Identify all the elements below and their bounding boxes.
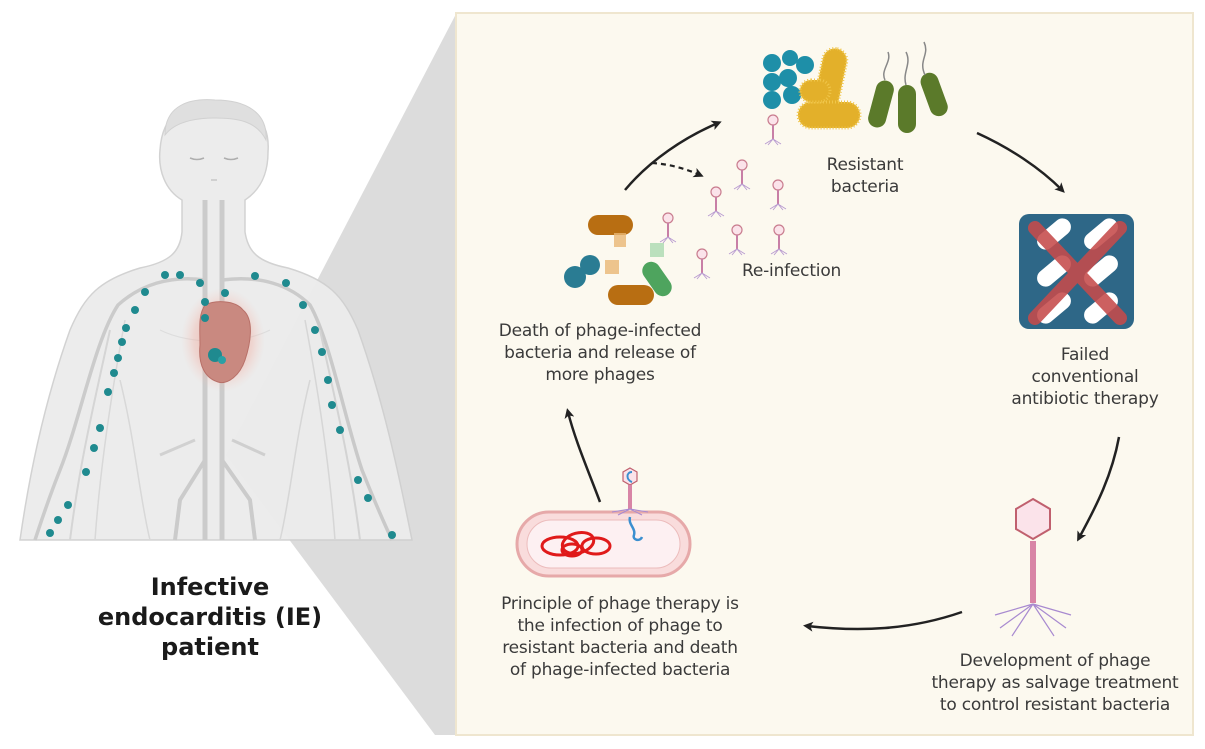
bacteria-dot [311, 326, 319, 334]
label-failed-antibiotic: Failed conventional antibiotic therapy [990, 344, 1180, 410]
bacteria-dot [131, 306, 139, 314]
bacteria-dot [328, 401, 336, 409]
label-line: conventional [1031, 367, 1139, 387]
bacteria-dot [364, 494, 372, 502]
bacteria-dot [196, 279, 204, 287]
label-line: more phages [545, 365, 655, 385]
arrow-to-death [564, 408, 602, 503]
label-line: antibiotic therapy [1011, 389, 1159, 409]
bacteria-dot [336, 426, 344, 434]
label-line: bacteria and release of [504, 343, 696, 363]
bacteria-dot [201, 298, 209, 306]
resistant-bacteria-icon [763, 41, 948, 133]
bloodstream-bacteria [46, 271, 396, 539]
patient-title-line: Infective [150, 573, 270, 601]
bacteria-dot [64, 501, 72, 509]
label-line: Failed [1060, 345, 1110, 365]
label-line: to control resistant bacteria [939, 695, 1171, 715]
bacteria-dot [161, 271, 169, 279]
label-line: resistant bacteria and death [502, 638, 738, 658]
arrow-reinfection [651, 161, 704, 178]
bacteria-dot [388, 531, 396, 539]
bacteria-dot [221, 289, 229, 297]
bacteria-dot [96, 424, 104, 432]
bacteria-dot [141, 288, 149, 296]
failed-antibiotic-icon [1019, 214, 1134, 329]
label-phage-development: Development of phage therapy as salvage … [905, 650, 1205, 716]
phage-icon [994, 497, 1072, 637]
label-line: Principle of phage therapy is [501, 594, 739, 614]
patient-title-line: patient [161, 633, 259, 661]
bacteria-dot [114, 354, 122, 362]
label-line: Development of phage [959, 651, 1151, 671]
infected-bacterium-icon [515, 467, 692, 578]
label-bacteria-death: Death of phage-infected bacteria and rel… [480, 320, 720, 386]
bacteria-dot [104, 388, 112, 396]
bacteria-dot [282, 279, 290, 287]
patient-title: Infective endocarditis (IE) patient [60, 572, 360, 662]
bacteria-dot [176, 271, 184, 279]
label-line: Re-infection [742, 261, 842, 281]
label-line: the infection of phage to [517, 616, 723, 636]
patient-title-line: endocarditis (IE) [97, 603, 323, 631]
label-line: bacteria [830, 177, 900, 197]
bacteria-dot [46, 529, 54, 537]
heart-icon [199, 301, 251, 384]
label-line: Resistant [826, 155, 904, 175]
label-line: Death of phage-infected [498, 321, 702, 341]
bacteria-dot [82, 468, 90, 476]
bacteria-dot [324, 376, 332, 384]
bacteria-dot [299, 301, 307, 309]
label-reinfection: Re-infection [742, 260, 862, 282]
bacteria-dot [110, 369, 118, 377]
arrow-to-development [1077, 436, 1121, 542]
bacteria-dot [122, 324, 130, 332]
bacteria-dot [354, 476, 362, 484]
bacteria-dot [54, 516, 62, 524]
arrow-to-principle [803, 610, 963, 632]
label-line: therapy as salvage treatment [931, 673, 1179, 693]
bacteria-dot [118, 338, 126, 346]
dead-bacteria-icon [564, 215, 672, 305]
label-line: of phage-infected bacteria [509, 660, 731, 680]
arrow-to-failed [976, 131, 1065, 193]
arrow-to-resistant [624, 120, 722, 191]
bacteria-dot [318, 348, 326, 356]
bacteria-dot [201, 314, 209, 322]
bacteria-dot [251, 272, 259, 280]
label-resistant-bacteria: Resistant bacteria [800, 154, 930, 198]
label-phage-principle: Principle of phage therapy is the infect… [470, 593, 770, 681]
bacteria-dot [90, 444, 98, 452]
